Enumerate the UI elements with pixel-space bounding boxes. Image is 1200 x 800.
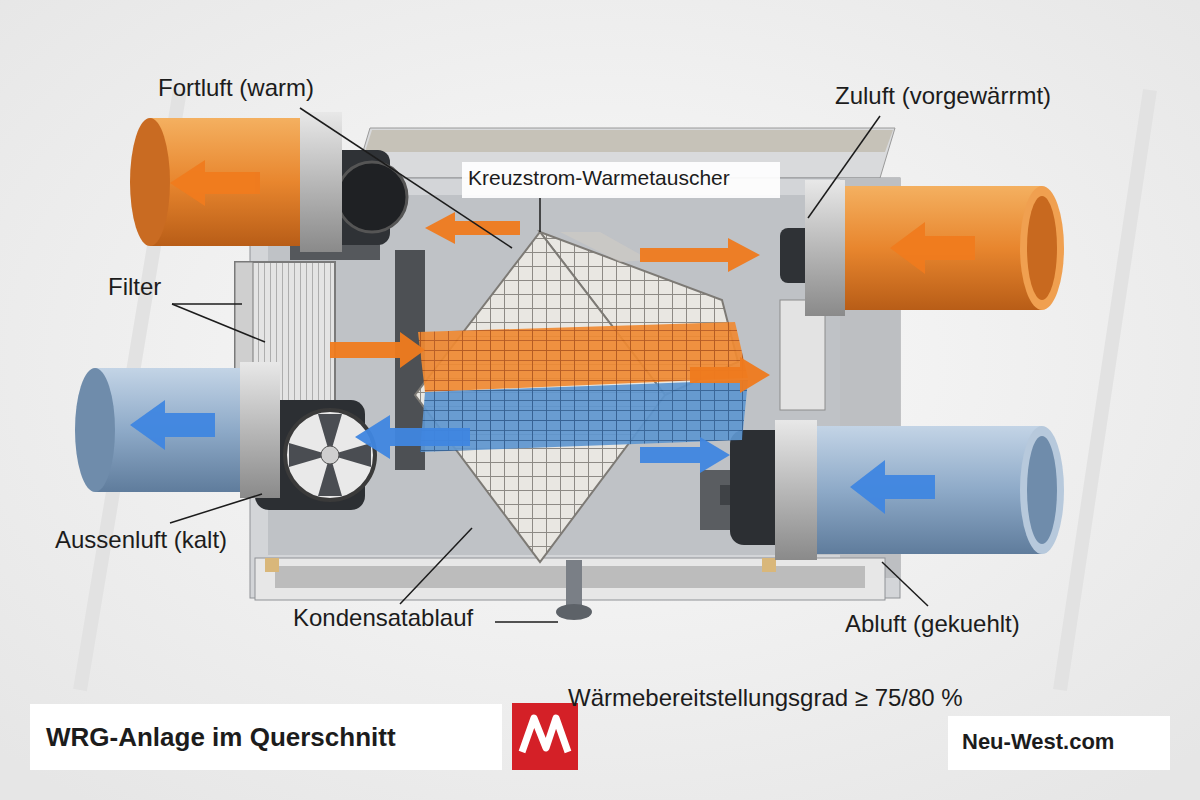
- part-label: Fortluft (warm): [158, 74, 314, 103]
- part-label: Abluft (gekuehlt): [845, 610, 1020, 639]
- title: WRG-Anlage im Querschnitt: [46, 722, 396, 753]
- part-label: Kondensatablauf: [293, 604, 473, 633]
- part-label: Filter: [108, 273, 161, 302]
- efficiency-note: Wärmebereitstellungsgrad ≥ 75/80 %: [568, 684, 963, 713]
- part-label: Aussenluft (kalt): [55, 526, 227, 555]
- watermark: Neu-West.com: [962, 729, 1114, 755]
- part-label: Kreuzstrom-Warmetauscher: [468, 165, 730, 190]
- part-label: Zuluft (vorgewärrmt): [835, 82, 1051, 111]
- logo: [512, 703, 578, 770]
